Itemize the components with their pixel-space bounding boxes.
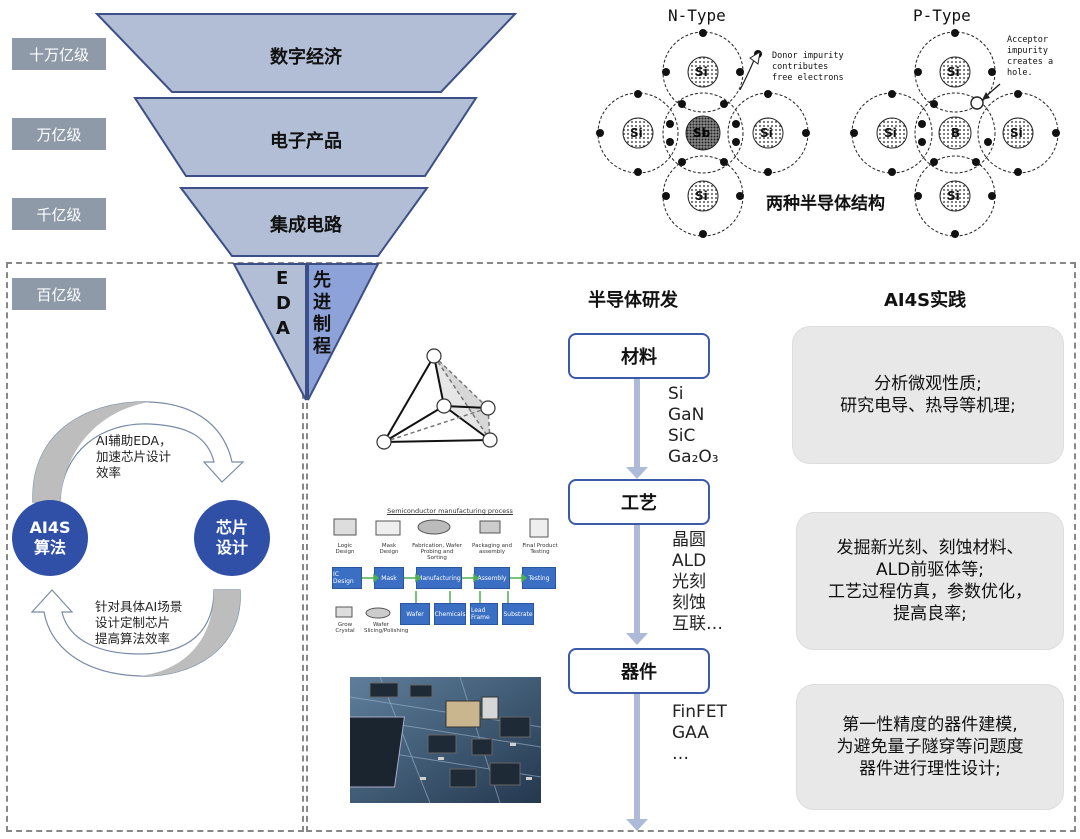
- practice-box-materials: 分析微观性质; 研究电导、热导等机理;: [792, 326, 1064, 464]
- funnel-diagram: [94, 13, 518, 401]
- stage-materials-box: 材料: [568, 333, 710, 379]
- practice-heading: AI4S实践: [884, 290, 967, 311]
- cycle-bottom-text: 针对具体AI场景 设计定制芯片 提高算法效率: [95, 599, 183, 646]
- practice-box-device: 第一性精度的器件建模, 为避免量子隧穿等问题度 器件进行理性设计;: [796, 684, 1064, 810]
- eda-char-e: E: [276, 268, 289, 289]
- atom-label-n-center: Sb: [693, 126, 711, 140]
- atom-label-n-left: Si: [630, 126, 643, 140]
- level-tag-3: 千亿级: [12, 198, 106, 230]
- p-type-nuclei: [876, 56, 1034, 212]
- process-char-4: 程: [313, 336, 331, 357]
- cycle-top-text: AI辅助EDA， 加速芯片设计 效率: [96, 433, 172, 480]
- level-tag-1: 十万亿级: [12, 38, 106, 70]
- atom-label-p-top: Si: [947, 65, 960, 79]
- chip-design-circle: 芯片 设计: [194, 500, 270, 576]
- atom-label-p-left: Si: [884, 126, 897, 140]
- n-type-nuclei: [622, 56, 784, 212]
- funnel-tier-3-shape: [179, 187, 429, 257]
- right-dashed-panel: [306, 262, 1076, 832]
- process-char-3: 制: [313, 314, 331, 335]
- funnel-eda-shape: [232, 263, 307, 401]
- atom-label-n-bottom: Si: [695, 189, 708, 203]
- practice-box-process: 发掘新光刻、刻蚀材料、 ALD前驱体等; 工艺过程仿真，参数优化， 提高良率;: [796, 512, 1064, 650]
- eda-char-d: D: [276, 293, 291, 314]
- atom-label-p-right: Si: [1010, 126, 1023, 140]
- left-dashed-panel: [6, 262, 304, 832]
- mfg-input-substrate: Substrate: [502, 603, 534, 625]
- funnel-tier-2-shape: [133, 97, 478, 177]
- atom-label-p-bottom: Si: [947, 189, 960, 203]
- mfg-title: Semiconductor manufacturing process: [387, 507, 513, 515]
- semiconductor-structures: [596, 29, 1060, 238]
- hole-marker: [970, 96, 984, 110]
- p-type-electrons: [850, 29, 1060, 238]
- mfg-input-lead-frame: Lead Frame: [470, 603, 498, 625]
- mfg-step-testing: Testing: [522, 567, 556, 589]
- ai4s-algorithm-circle: AI4S 算法: [12, 500, 88, 576]
- funnel-process-shape: [307, 263, 380, 401]
- mfg-step-mask: Mask: [374, 567, 404, 589]
- semiconductor-caption: 两种半导体结构: [766, 189, 885, 214]
- funnel-tier-2-label: 电子产品: [270, 131, 342, 152]
- funnel-tier-1-label: 数字经济: [270, 47, 342, 68]
- acceptor-note: Acceptor impurity creates a hole.: [1007, 35, 1054, 78]
- atom-label-n-top: Si: [695, 65, 708, 79]
- funnel-tier-3-label: 集成电路: [270, 215, 342, 236]
- process-char-1: 先: [313, 270, 331, 291]
- level-tag-2: 万亿级: [12, 118, 106, 150]
- materials-list: Si GaN SiC Ga₂O₃: [668, 384, 719, 467]
- process-char-2: 进: [313, 292, 331, 313]
- atom-label-p-center: B: [951, 126, 961, 140]
- donor-arrow: [739, 59, 755, 91]
- eda-char-a: A: [276, 318, 290, 339]
- circuit-board-image: [350, 677, 541, 803]
- n-type-electrons: [596, 29, 810, 238]
- manufacturing-process-image: Semiconductor manufacturing process Logi…: [332, 507, 558, 634]
- stage-process-box: 工艺: [568, 479, 710, 525]
- donor-note: Donor impurity contributes free electron…: [772, 51, 844, 83]
- funnel-tier-1-shape: [94, 13, 518, 93]
- mfg-input-chemicals: Chemicals: [434, 603, 466, 625]
- level-tag-4: 百亿级: [12, 278, 106, 310]
- process-list: 晶圆 ALD 光刻 刻蚀 互联…: [672, 530, 723, 634]
- molecule-structure-image: [376, 348, 498, 450]
- p-type-title: P-Type: [913, 6, 971, 25]
- atom-label-n-right: Si: [760, 126, 773, 140]
- stage-device-box: 器件: [568, 648, 710, 694]
- device-list: FinFET GAA …: [672, 702, 727, 764]
- research-heading: 半导体研发: [588, 290, 678, 311]
- mfg-step-ic-design: IC Design: [332, 567, 362, 589]
- research-flow-arrows: [626, 377, 648, 831]
- cycle-arrows: [30, 401, 245, 677]
- n-type-title: N-Type: [668, 6, 726, 25]
- mfg-input-wafer: Wafer: [400, 603, 430, 625]
